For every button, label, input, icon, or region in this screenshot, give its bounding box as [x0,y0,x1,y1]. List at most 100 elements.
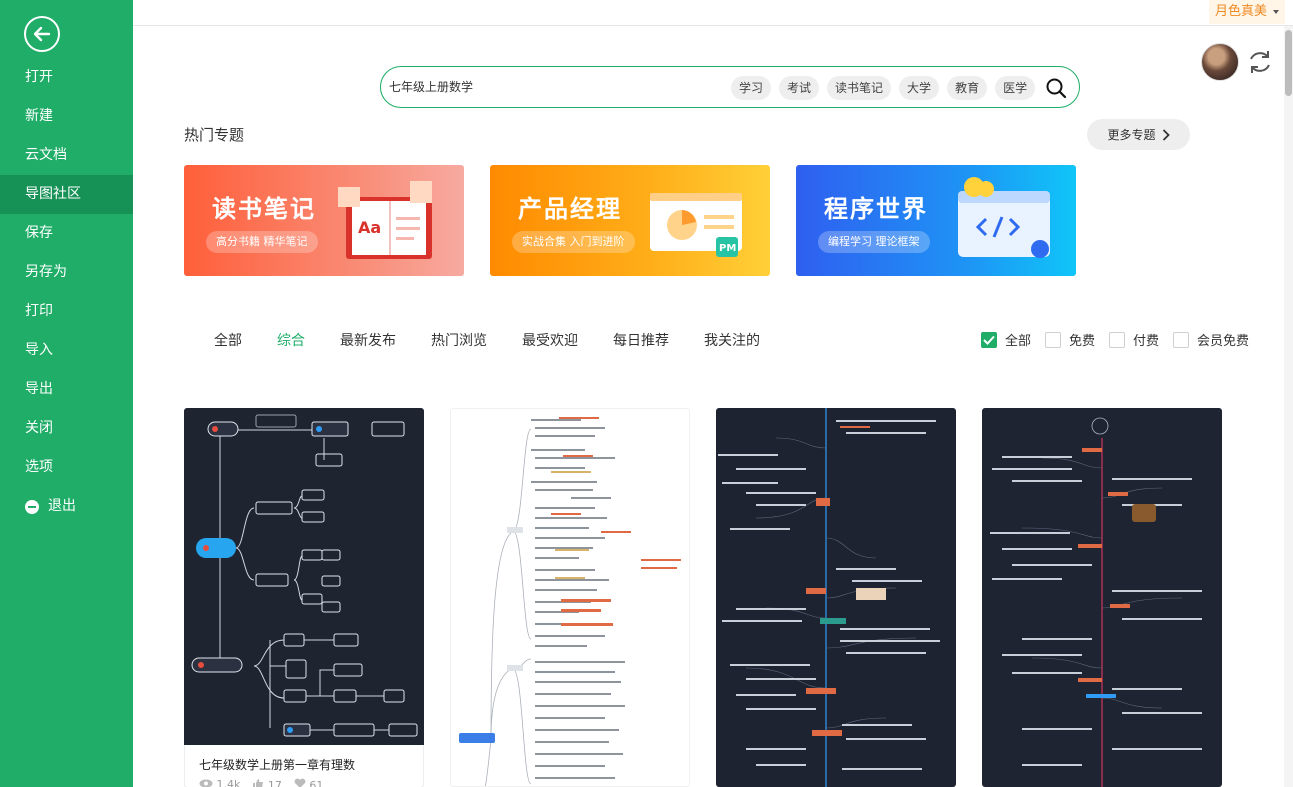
sidebar-item-cloud-docs[interactable]: 云文档 [0,136,133,175]
sidebar-item-label: 新建 [25,108,53,124]
banner-title: 产品经理 [518,195,622,223]
banner-reading-notes[interactable]: 读书笔记 高分书籍 精华笔记 Aa [184,165,464,276]
user-name: 月色真美 [1214,4,1267,19]
filter-all[interactable]: 全部 [981,330,1031,349]
filter-label: 付费 [1133,334,1160,349]
scrollbar[interactable] [1284,26,1293,787]
mindmap-card[interactable] [982,408,1222,787]
chevron-right-icon [1162,128,1170,141]
card-title[interactable]: 七年级数学上册第一章有理数 [199,758,356,772]
search-input[interactable] [389,77,689,97]
checkbox[interactable] [1045,331,1062,348]
sidebar-item-label: 保存 [25,225,53,241]
heart-icon [294,778,306,787]
sidebar-item-new[interactable]: 新建 [0,97,133,136]
likes-count: 17 [252,778,282,787]
sidebar-item-options[interactable]: 选项 [0,448,133,487]
svg-text:Aa: Aa [358,218,381,237]
sidebar-item-label: 导图社区 [25,186,81,202]
top-bar: 月色真美 [133,0,1293,26]
mindmap-thumbnail [191,414,418,737]
search-icon[interactable] [1045,77,1067,99]
code-window-icon [958,177,1050,258]
sidebar-item-label: 打印 [25,303,53,319]
banner-subtitle: 编程学习 理论框架 [818,231,930,253]
thumb-up-icon [253,779,264,787]
card-stats: 1.4k 17 61 [199,778,323,787]
tab-popular[interactable]: 最受欢迎 [522,333,578,349]
mindmap-card[interactable] [450,408,690,787]
mindmap-thumbnail [459,417,681,786]
likes-value: 17 [267,779,282,787]
tab-all[interactable]: 全部 [214,333,242,349]
check-icon [983,335,995,345]
svg-text:PM: PM [719,243,736,254]
banner-subtitle: 实战合集 入门到进阶 [512,231,635,253]
filter-label: 会员免费 [1197,334,1250,349]
back-arrow-icon[interactable] [24,16,60,52]
sidebar-item-open[interactable]: 打开 [0,58,133,97]
banner-subtitle: 高分书籍 精华笔记 [206,231,318,253]
views-value: 1.4k [216,778,241,787]
refresh-icon[interactable] [1246,48,1274,76]
banner-title: 程序世界 [824,195,928,223]
mindmap-card[interactable] [716,408,956,787]
avatar[interactable] [1201,43,1239,81]
banner-title: 读书笔记 [212,195,316,223]
sidebar-item-export[interactable]: 导出 [0,370,133,409]
price-filters: 全部 免费 付费 会员免费 [981,330,1263,349]
mindmap-card[interactable]: 七年级数学上册第一章有理数 1.4k 17 61 [184,408,424,787]
search-tag[interactable]: 教育 [947,76,988,100]
sidebar-item-exit[interactable]: 退出 [0,487,133,526]
search-tag[interactable]: 考试 [779,76,820,100]
tab-following[interactable]: 我关注的 [704,333,760,349]
tab-latest[interactable]: 最新发布 [340,333,396,349]
presentation-icon: PM [650,193,742,257]
sidebar-item-save[interactable]: 保存 [0,214,133,253]
checkbox[interactable] [1109,331,1126,348]
tab-daily[interactable]: 每日推荐 [613,333,669,349]
sidebar-item-save-as[interactable]: 另存为 [0,253,133,292]
filter-label: 全部 [1005,334,1032,349]
search-tag[interactable]: 医学 [995,76,1036,100]
search-tags: 学习 考试 读书笔记 大学 教育 医学 [731,76,1036,100]
filter-free[interactable]: 免费 [1045,330,1095,349]
mindmap-thumbnail [990,417,1202,787]
tab-comprehensive[interactable]: 综合 [277,333,305,349]
card-footer: 七年级数学上册第一章有理数 1.4k 17 61 [184,745,424,787]
search-tag[interactable]: 学习 [731,76,772,100]
sidebar-item-import[interactable]: 导入 [0,331,133,370]
filter-member-free[interactable]: 会员免费 [1173,330,1249,349]
sidebar-item-community[interactable]: 导图社区 [0,175,133,214]
search-tag[interactable]: 读书笔记 [827,76,892,100]
tab-hot[interactable]: 热门浏览 [431,333,487,349]
sidebar-item-label: 云文档 [25,147,67,163]
sidebar-item-print[interactable]: 打印 [0,292,133,331]
mindmap-thumbnail [718,408,940,787]
favorites-value: 61 [309,779,324,787]
sidebar-item-label: 导入 [25,342,53,358]
search-tag[interactable]: 大学 [899,76,940,100]
sidebar-item-close[interactable]: 关闭 [0,409,133,448]
sidebar-item-label: 另存为 [25,264,67,280]
checkbox-checked[interactable] [981,331,997,348]
sidebar-item-label: 退出 [48,498,76,514]
more-topics-label: 更多专题 [1107,128,1156,142]
banner-programming-world[interactable]: 程序世界 编程学习 理论框架 [796,165,1076,276]
sidebar-item-label: 关闭 [25,420,53,436]
filter-paid[interactable]: 付费 [1109,330,1159,349]
filter-label: 免费 [1069,334,1096,349]
sidebar-item-label: 选项 [25,459,53,475]
checkbox[interactable] [1173,331,1190,348]
sidebar-menu: 打开 新建 云文档 导图社区 保存 另存为 打印 导入 导出 关闭 选项 退出 [0,58,133,526]
views-count: 1.4k [199,778,240,787]
scrollbar-thumb[interactable] [1285,30,1292,96]
book-icon: Aa [338,181,432,259]
caret-down-icon [1273,10,1279,14]
more-topics-button[interactable]: 更多专题 [1087,119,1190,150]
banner-product-manager[interactable]: 产品经理 实战合集 入门到进阶 PM [490,165,770,276]
user-menu[interactable]: 月色真美 [1208,0,1285,24]
search-bar: 学习 考试 读书笔记 大学 教育 医学 [380,66,1080,108]
minus-circle-icon [25,499,39,514]
